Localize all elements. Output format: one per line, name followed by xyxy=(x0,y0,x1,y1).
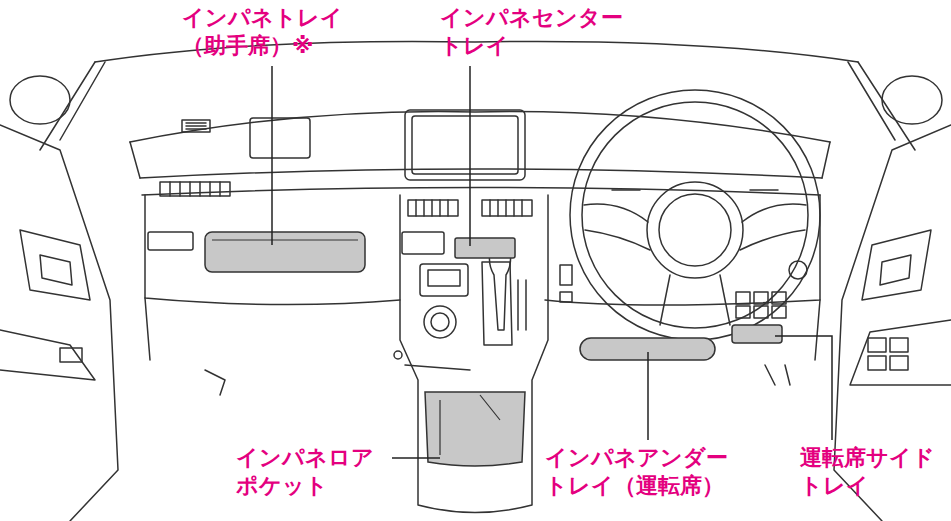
console-button xyxy=(394,351,402,359)
window-switch xyxy=(890,338,908,352)
vent-slats xyxy=(416,200,522,216)
tray-detail xyxy=(212,239,358,240)
a-pillar xyxy=(60,62,895,140)
display-screen xyxy=(412,116,518,174)
callout-label: インパネロア ポケット xyxy=(236,444,386,500)
window-switch xyxy=(890,356,908,370)
steering-wheel xyxy=(582,102,808,328)
switch-button xyxy=(736,306,750,318)
floor-detail xyxy=(205,370,225,395)
center-console xyxy=(400,195,548,513)
shift-indicator xyxy=(518,280,526,330)
center-tray xyxy=(455,238,515,258)
climate-panel xyxy=(420,264,468,296)
vent-slats xyxy=(170,182,220,196)
shift-gate xyxy=(482,262,512,345)
panel xyxy=(148,232,193,250)
steering-spoke xyxy=(584,204,806,222)
defroster-vent xyxy=(182,120,210,132)
window-switch xyxy=(868,338,886,352)
window-switch xyxy=(868,356,886,370)
climate-dial xyxy=(424,306,456,338)
steering-wheel xyxy=(570,90,820,340)
door-handle xyxy=(40,255,72,285)
air-vent xyxy=(160,182,230,196)
start-button xyxy=(789,261,807,279)
pedal xyxy=(765,365,790,385)
a-pillar xyxy=(40,62,915,150)
callout-label: インパネアンダー トレイ（運転席） xyxy=(545,444,735,500)
callout-label: インパネセンター トレイ xyxy=(440,4,630,60)
steering-spoke xyxy=(660,275,730,325)
pocket-detail xyxy=(440,395,500,455)
steering-hub xyxy=(647,182,743,278)
display-screen xyxy=(405,110,525,180)
steering-switch xyxy=(612,189,778,191)
door-mirror xyxy=(10,76,70,124)
lower-pocket xyxy=(425,392,525,466)
armrest xyxy=(0,330,95,380)
steering-hub xyxy=(659,194,731,266)
callout-label: 運転席サイド トレイ xyxy=(800,444,950,500)
steering-spoke xyxy=(585,230,805,250)
switch-button xyxy=(772,292,786,304)
switch-button xyxy=(560,265,572,285)
vent-slats xyxy=(186,123,206,129)
console-line xyxy=(405,365,470,370)
door-handle xyxy=(880,255,911,285)
driver-side-tray xyxy=(732,325,782,343)
dashboard-lower xyxy=(545,195,820,305)
leader-line xyxy=(647,352,649,440)
hazard-switch xyxy=(402,232,444,254)
door-handle-area xyxy=(862,230,931,300)
airbag-lid xyxy=(250,118,310,158)
footwell xyxy=(145,298,820,360)
switch-button xyxy=(772,306,786,318)
switch-button xyxy=(560,292,572,302)
door-mirror xyxy=(882,76,942,124)
window-switch xyxy=(60,348,82,362)
door-handle-area xyxy=(20,230,90,300)
climate-dial xyxy=(431,313,449,331)
callout-label: インパネトレイ （助手席）※ xyxy=(182,4,350,60)
switch-button xyxy=(736,292,750,304)
door-trim xyxy=(0,125,118,521)
leader-line xyxy=(775,336,832,440)
climate-display xyxy=(428,270,460,286)
leader-line xyxy=(469,66,471,246)
dashboard-edge xyxy=(130,142,830,178)
leader-line xyxy=(392,457,440,459)
passenger-tray xyxy=(205,232,365,272)
leader-line xyxy=(271,66,273,245)
switch-button xyxy=(754,292,768,304)
armrest xyxy=(850,320,951,385)
switch-button xyxy=(754,306,768,318)
